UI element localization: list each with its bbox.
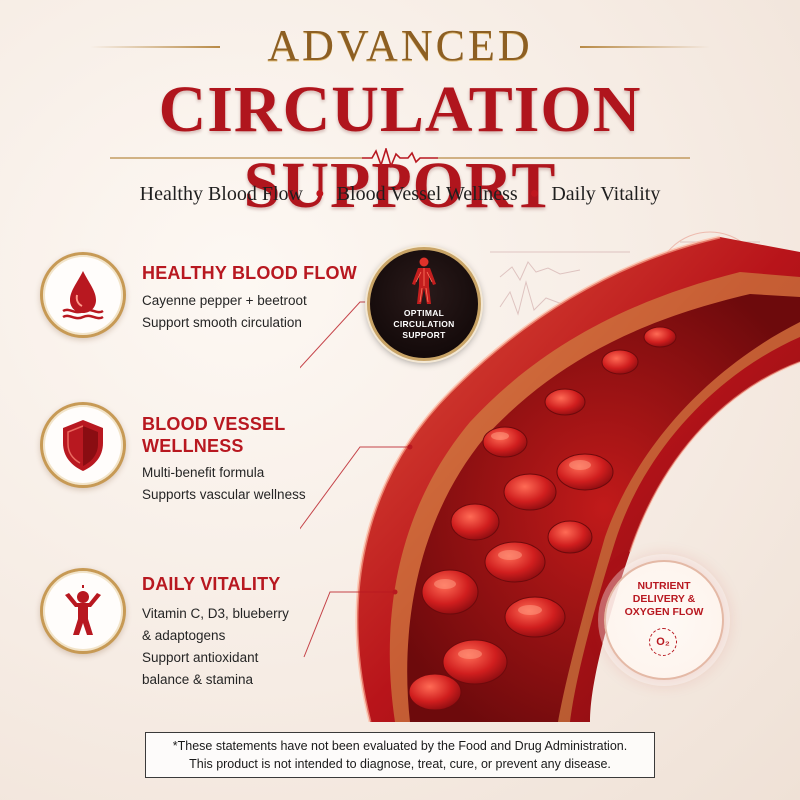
title-rule-right bbox=[580, 46, 710, 48]
tagline-row: Healthy Blood Flow ● Blood Vessel Wellness… bbox=[0, 183, 800, 206]
feature-desc-line: Support antioxidant bbox=[142, 650, 259, 665]
fda-disclaimer-box: *These statements have not been evaluate… bbox=[145, 732, 655, 778]
feature-desc-line: Cayenne pepper + beetroot bbox=[142, 293, 307, 308]
shield-icon bbox=[63, 420, 103, 471]
badge-line: OPTIMAL bbox=[403, 308, 445, 318]
feature-icon-healthy-blood-flow bbox=[40, 252, 126, 338]
feature-desc-line: balance & stamina bbox=[142, 672, 254, 687]
badge-line: NUTRIENT bbox=[637, 580, 691, 592]
feature-desc-line: Support smooth circulation bbox=[142, 315, 302, 330]
title-circulation-support: CIRCULATION SUPPORT bbox=[158, 73, 642, 222]
feature-desc-line: Supports vascular wellness bbox=[142, 487, 306, 502]
bullet-dot: ● bbox=[315, 185, 325, 202]
badge-line: CIRCULATION bbox=[393, 319, 455, 329]
feature-title-healthy-blood-flow: HEALTHY BLOOD FLOW bbox=[142, 263, 357, 283]
feature-title-line: BLOOD VESSEL bbox=[142, 414, 286, 434]
badge-line: DELIVERY & bbox=[632, 593, 696, 605]
nutrient-badge-text: NUTRIENT DELIVERY & OXYGEN FLOW bbox=[606, 580, 722, 619]
heartbeat-divider-icon bbox=[110, 148, 690, 168]
nutrient-delivery-badge: NUTRIENT DELIVERY & OXYGEN FLOW O₂ bbox=[604, 560, 724, 680]
oxygen-icon: O₂ bbox=[649, 628, 677, 656]
optimal-badge-text: OPTIMAL CIRCULATION SUPPORT bbox=[370, 308, 478, 341]
feature-icon-blood-vessel-wellness bbox=[40, 402, 126, 488]
title-advanced: ADVANCED bbox=[267, 21, 533, 70]
feature-desc-line: Multi-benefit formula bbox=[142, 465, 265, 480]
feature-desc-line: Vitamin C, D3, blueberry bbox=[142, 606, 289, 621]
feature-title-blood-vessel-wellness: BLOOD VESSEL WELLNESS bbox=[142, 413, 285, 457]
person-vitality-icon bbox=[65, 585, 101, 635]
optimal-circulation-badge: OPTIMAL CIRCULATION SUPPORT bbox=[367, 247, 481, 361]
human-circulation-icon bbox=[412, 257, 436, 304]
tagline-healthy-blood-flow: Healthy Blood Flow bbox=[139, 183, 303, 205]
bullet-dot: ● bbox=[529, 185, 540, 202]
feature-desc-line: & adaptogens bbox=[142, 628, 226, 643]
disclaimer-line: *These statements have not been evaluate… bbox=[172, 739, 628, 753]
tagline-daily-vitality: Daily Vitality bbox=[551, 183, 661, 205]
badge-line: OXYGEN FLOW bbox=[624, 606, 704, 618]
badge-line: SUPPORT bbox=[402, 330, 446, 340]
feature-title-line: WELLNESS bbox=[142, 436, 244, 456]
red-blood-cells bbox=[408, 326, 677, 711]
blood-drop-icon bbox=[62, 271, 104, 320]
disclaimer-line: This product is not intended to diagnose… bbox=[189, 757, 611, 771]
feature-title-daily-vitality: DAILY VITALITY bbox=[142, 574, 281, 594]
blood-vessel-illustration bbox=[300, 231, 800, 722]
feature-icon-daily-vitality bbox=[40, 568, 126, 654]
tagline-blood-vessel-wellness: Blood Vessel Wellness bbox=[336, 183, 518, 205]
title-rule-left bbox=[90, 46, 220, 48]
